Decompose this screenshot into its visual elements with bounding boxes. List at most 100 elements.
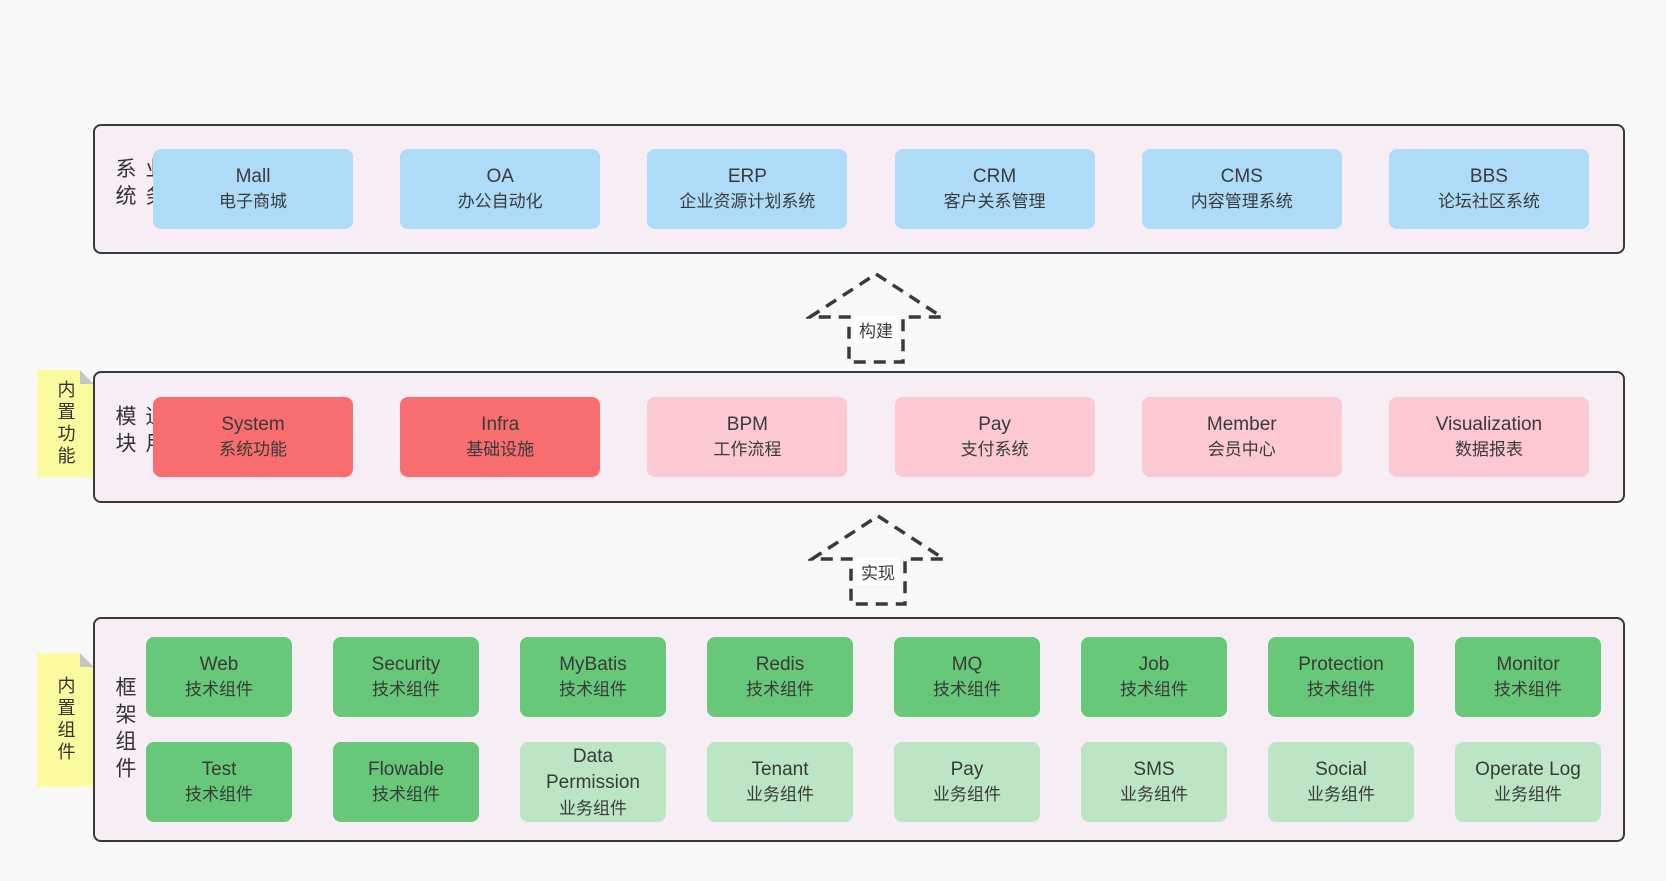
module-name: MyBatis: [559, 653, 627, 675]
arrow-label-build: 构建: [854, 316, 898, 343]
box-system: System 系统功能: [153, 397, 353, 477]
component-row-2: Test 技术组件 Flowable 技术组件 Data Permission …: [146, 742, 1601, 822]
module-name: Social: [1315, 758, 1367, 780]
module-desc: 会员中心: [1207, 440, 1276, 460]
module-desc: 电子商城: [219, 192, 287, 212]
module-desc: 办公自动化: [457, 192, 543, 212]
band-label-framework-components: 框架组件: [113, 675, 136, 784]
module-name: Tenant: [751, 758, 809, 780]
box-bbs: BBS 论坛社区系统: [1388, 149, 1589, 229]
module-name: CMS: [1220, 165, 1263, 187]
module-desc: 技术组件: [185, 680, 253, 700]
module-desc: 系统功能: [219, 440, 287, 460]
module-name: Pay: [950, 758, 984, 780]
box-test: Test 技术组件: [146, 742, 292, 822]
box-infra: Infra 基础设施: [400, 397, 601, 477]
module-name: System: [221, 413, 285, 435]
module-desc: 业务组件: [559, 798, 627, 818]
module-name: Web: [199, 653, 239, 675]
box-mq: MQ 技术组件: [894, 637, 1040, 717]
module-desc: 技术组件: [1120, 680, 1188, 700]
box-protection: Protection 技术组件: [1268, 637, 1414, 717]
module-desc: 技术组件: [559, 680, 627, 700]
module-desc: 业务组件: [1307, 785, 1375, 805]
box-visualization: Visualization 数据报表: [1388, 397, 1589, 477]
box-sms: SMS 业务组件: [1081, 742, 1227, 822]
arrow-build: 构建: [806, 270, 946, 366]
box-cms: CMS 内容管理系统: [1141, 149, 1342, 229]
module-desc: 数据报表: [1454, 440, 1523, 460]
box-web: Web 技术组件: [146, 637, 292, 717]
module-desc: 企业资源计划系统: [679, 192, 816, 212]
module-name: Test: [201, 758, 237, 780]
module-name: Visualization: [1435, 413, 1543, 435]
box-member: Member 会员中心: [1141, 397, 1342, 477]
box-tenant: Tenant 业务组件: [707, 742, 853, 822]
box-pay-business: Pay 业务组件: [894, 742, 1040, 822]
box-bpm: BPM 工作流程: [647, 397, 848, 477]
module-name: Pay: [978, 413, 1011, 435]
box-redis: Redis 技术组件: [707, 637, 853, 717]
module-name: Redis: [755, 653, 805, 675]
module-desc: 技术组件: [1494, 680, 1562, 700]
module-desc: 技术组件: [372, 680, 440, 700]
module-desc: 基础设施: [466, 440, 535, 460]
module-desc: 业务组件: [1120, 785, 1188, 805]
band-framework-components: 框架组件 Web 技术组件 Security 技术组件 MyBatis 技术组件…: [93, 617, 1625, 842]
box-mybatis: MyBatis 技术组件: [520, 637, 666, 717]
band-content: Mall 电子商城 OA 办公自动化 ERP 企业资源计划系统 CRM 客户关系…: [153, 126, 1589, 252]
box-social: Social 业务组件: [1268, 742, 1414, 822]
module-name: Infra: [481, 413, 520, 435]
module-desc: 技术组件: [1307, 680, 1375, 700]
module-desc: 支付系统: [960, 440, 1029, 460]
box-operate-log: Operate Log 业务组件: [1455, 742, 1601, 822]
component-row-1: Web 技术组件 Security 技术组件 MyBatis 技术组件 Redi…: [146, 637, 1601, 717]
box-data-permission: Data Permission 业务组件: [520, 742, 666, 822]
box-monitor: Monitor 技术组件: [1455, 637, 1601, 717]
sticky-note-label: 内置组件: [55, 676, 76, 764]
module-desc: 业务组件: [933, 785, 1001, 805]
module-name: Job: [1138, 653, 1170, 675]
band-common-modules: 通用模块 System 系统功能 Infra 基础设施 BPM 工作流程 Pay…: [93, 371, 1625, 503]
up-arrow-icon: [808, 513, 948, 606]
band-content: System 系统功能 Infra 基础设施 BPM 工作流程 Pay 支付系统…: [153, 373, 1589, 501]
box-job: Job 技术组件: [1081, 637, 1227, 717]
module-name: Data Permission: [546, 745, 640, 794]
module-name: MQ: [951, 653, 983, 675]
band-business-systems: 业务系统 Mall 电子商城 OA 办公自动化 ERP 企业资源计划系统 CRM…: [93, 124, 1625, 254]
sticky-note-built-in-components: 内置组件: [37, 653, 94, 787]
module-desc: 技术组件: [746, 680, 814, 700]
module-name: Mall: [235, 165, 271, 187]
module-desc: 业务组件: [1494, 785, 1562, 805]
module-name: Flowable: [367, 758, 445, 780]
box-security: Security 技术组件: [333, 637, 479, 717]
module-desc: 业务组件: [746, 785, 814, 805]
module-desc: 技术组件: [933, 680, 1001, 700]
module-desc: 论坛社区系统: [1437, 192, 1540, 212]
sticky-note-label: 内置功能: [55, 379, 76, 468]
arrow-implement: 实现: [808, 512, 948, 608]
module-name: SMS: [1133, 758, 1175, 780]
up-arrow-icon: [806, 271, 946, 364]
module-name: Monitor: [1496, 653, 1560, 675]
sticky-note-built-in-features: 内置功能: [37, 370, 94, 477]
box-mall: Mall 电子商城: [153, 149, 353, 229]
module-desc: 工作流程: [713, 440, 782, 460]
box-pay: Pay 支付系统: [894, 397, 1095, 477]
band-content: Web 技术组件 Security 技术组件 MyBatis 技术组件 Redi…: [146, 619, 1601, 840]
module-name: Security: [371, 653, 441, 675]
module-name: ERP: [727, 165, 767, 187]
module-name: CRM: [972, 165, 1017, 187]
box-crm: CRM 客户关系管理: [894, 149, 1095, 229]
box-flowable: Flowable 技术组件: [333, 742, 479, 822]
module-desc: 技术组件: [372, 785, 440, 805]
arrow-label-implement: 实现: [856, 558, 900, 585]
module-desc: 内容管理系统: [1190, 192, 1293, 212]
module-desc: 客户关系管理: [943, 192, 1046, 212]
box-erp: ERP 企业资源计划系统: [647, 149, 848, 229]
module-name: BPM: [726, 413, 768, 435]
module-name: Operate Log: [1475, 758, 1581, 780]
module-name: OA: [486, 165, 514, 187]
module-name: Protection: [1298, 653, 1384, 675]
